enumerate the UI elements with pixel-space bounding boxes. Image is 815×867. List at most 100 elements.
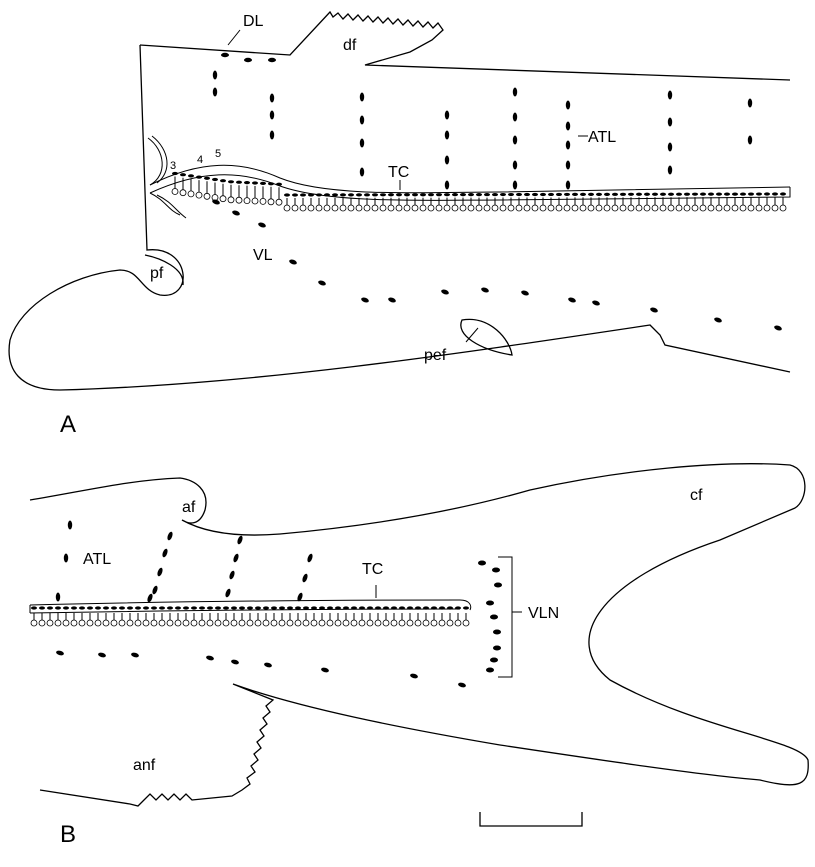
vln-neuromast [493, 629, 501, 635]
canal-pore [382, 619, 390, 627]
canal-pore [707, 204, 715, 212]
canal-pore [635, 204, 643, 212]
canal-pore [739, 204, 747, 212]
canal-pore [395, 204, 403, 212]
canal-neuromast [284, 193, 290, 197]
canal-neuromast [220, 179, 226, 183]
canal-neuromast [484, 192, 490, 197]
label-vln: VLN [528, 605, 559, 622]
canal-neuromast [287, 606, 293, 610]
canal-pore [219, 195, 227, 203]
canal-neuromast [628, 192, 634, 196]
canal-neuromast [55, 606, 61, 610]
canal-pore [126, 619, 134, 627]
canal-neuromast [63, 606, 69, 610]
transverse-line-neuromast [269, 130, 275, 140]
label-anf: anf [133, 757, 156, 774]
pectoral-fin-outline [144, 254, 184, 286]
canal-pore [459, 204, 467, 212]
canal-neuromast [271, 606, 277, 610]
ventral-line-neuromast [388, 297, 396, 303]
canal-pore [571, 204, 579, 212]
canal-pore [110, 619, 118, 627]
vln-neuromast [490, 657, 498, 663]
canal-pore [531, 204, 539, 212]
canal-neuromast [204, 176, 210, 180]
canal-pore [94, 619, 102, 627]
canal-neuromast [399, 606, 405, 610]
canal-neuromast [476, 193, 482, 197]
canal-pore [222, 619, 230, 627]
canal-neuromast [167, 606, 173, 610]
canal-neuromast [47, 606, 53, 610]
canal-neuromast [676, 192, 682, 196]
ventral-line-neuromast [521, 290, 529, 296]
canal-neuromast [172, 171, 178, 176]
canal-pore [179, 189, 187, 197]
canal-pore [723, 204, 731, 212]
canal-pore [403, 204, 411, 212]
label-atl-a: ATL [588, 129, 616, 146]
canal-pore [579, 204, 587, 212]
canal-neuromast [572, 192, 578, 197]
canal-pore [78, 619, 86, 627]
canal-pore [499, 204, 507, 212]
canal-neuromast [159, 606, 165, 610]
canal-pore [547, 204, 555, 212]
ventral-line-neuromast [361, 297, 369, 303]
canal-pore [515, 204, 523, 212]
scale-bar [479, 812, 583, 827]
canal-pore [323, 204, 331, 212]
canal-pore [699, 204, 707, 212]
transverse-line-neuromast [512, 87, 518, 97]
transverse-line-neuromast [667, 165, 673, 175]
canal-pore [38, 619, 46, 627]
transverse-line-neuromast [212, 87, 218, 97]
canal-pore [462, 619, 470, 627]
canal-neuromast [564, 192, 570, 197]
canal-pore [611, 204, 619, 212]
transverse-line-neuromast [667, 90, 673, 100]
canal-pore [619, 204, 627, 212]
canal-pore [379, 204, 387, 212]
canal-neuromast [596, 192, 602, 196]
vln-neuromast [493, 645, 501, 651]
label-pf: pf [150, 265, 164, 282]
canal-neuromast [716, 192, 722, 196]
canal-neuromast [652, 192, 658, 196]
canal-pore [278, 619, 286, 627]
dorsal-line-neuromast [221, 52, 229, 58]
canal-neuromast [39, 606, 45, 610]
canal-neuromast [191, 606, 197, 610]
body-outline-b [29, 463, 809, 807]
canal-pore [467, 204, 475, 212]
canal-neuromast [359, 606, 365, 610]
canal-pore [555, 204, 563, 212]
canal-pore [763, 204, 771, 212]
canal-pore [206, 619, 214, 627]
transverse-line-neuromast [565, 140, 571, 150]
ventral-line-neuromast [321, 667, 329, 673]
transverse-line-neuromast [225, 588, 231, 598]
canal-neuromast [684, 192, 690, 196]
canal-neuromast [588, 192, 594, 196]
transverse-line-neuromast [152, 585, 158, 595]
canal-pore [270, 619, 278, 627]
canal-neuromast [207, 606, 213, 610]
canal-neuromast [412, 193, 418, 197]
canal-neuromast [95, 606, 101, 610]
pore-number-5: 5 [215, 148, 221, 160]
canal-pore [675, 204, 683, 212]
transverse-line-neuromast [444, 180, 450, 190]
canal-pore [539, 204, 547, 212]
canal-neuromast [279, 606, 285, 610]
canal-pore [302, 619, 310, 627]
canal-neuromast [196, 175, 202, 179]
canal-neuromast [71, 606, 77, 610]
transverse-line-neuromast [667, 117, 673, 127]
ventral-line-neuromast [410, 673, 418, 679]
canal-neuromast [391, 606, 397, 610]
transverse-line-neuromast [747, 135, 753, 145]
transverse-line-neuromast [359, 167, 365, 177]
